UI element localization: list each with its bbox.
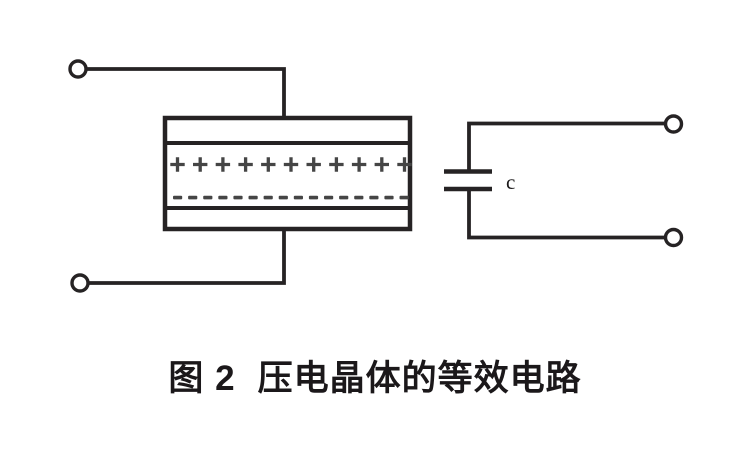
negative-charge-row: [173, 195, 409, 200]
equivalent-circuit-diagram: c: [68, 59, 684, 293]
terminal-bottom-left: [70, 273, 90, 293]
positive-charge-row: [170, 157, 412, 172]
capacitor-label: c: [506, 170, 515, 194]
wire-top-left-lead: [86, 67, 286, 117]
terminal-bottom-right: [663, 227, 684, 248]
wire-capacitor-top: [467, 121, 666, 172]
terminal-top-right: [663, 114, 684, 134]
figure-caption: 图 2 压电晶体的等效电路: [0, 350, 750, 401]
crystal-body: [162, 115, 413, 232]
figure-title: 压电晶体的等效电路: [257, 359, 582, 398]
terminal-top-left: [68, 59, 88, 79]
figure-number: 图 2: [168, 359, 236, 398]
wire-capacitor-bottom: [467, 188, 666, 240]
wire-bottom-left-lead: [88, 230, 286, 285]
